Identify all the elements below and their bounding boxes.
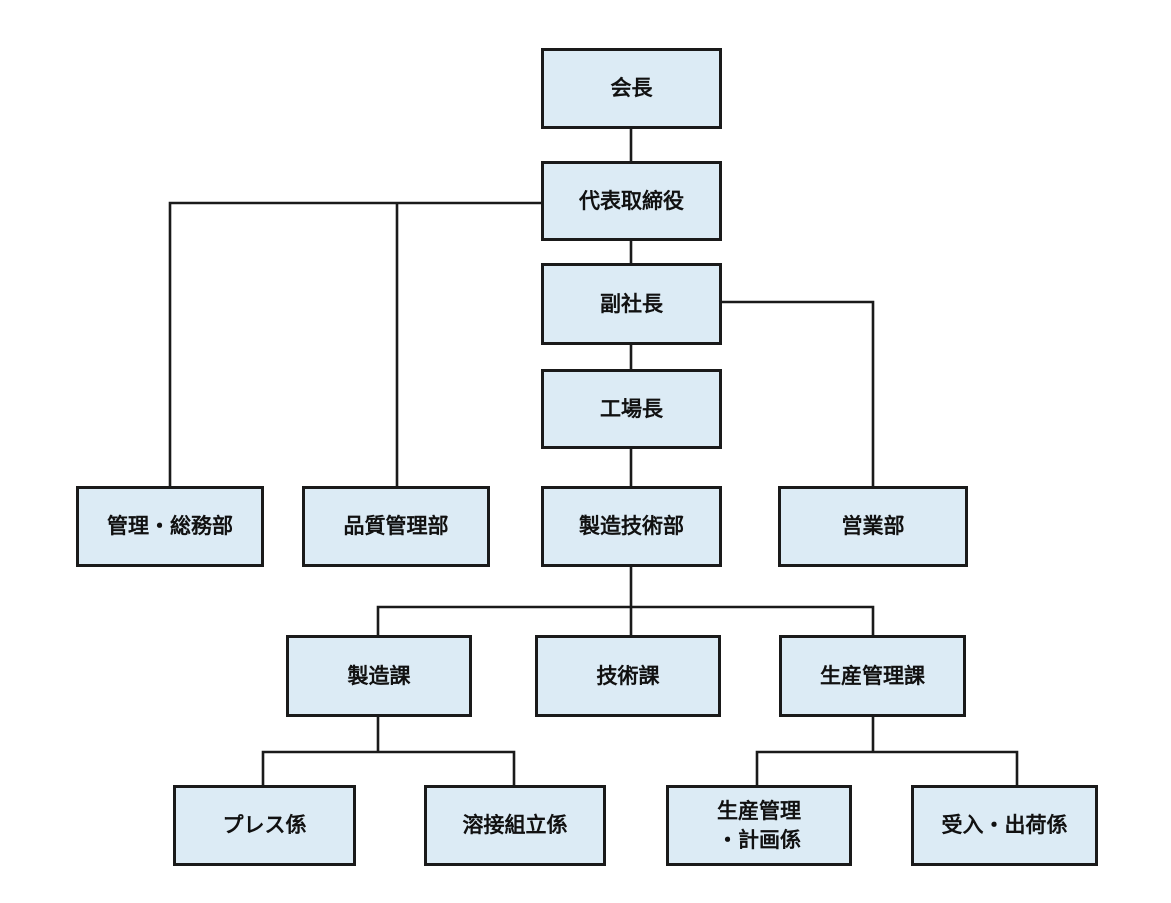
- connector-ceo-admin: [168, 201, 541, 487]
- node-vice-president-label: 副社長: [600, 291, 663, 316]
- node-welding-assembly-unit: 溶接組立係: [424, 785, 606, 866]
- node-admin-general: 管理・総務部: [76, 486, 264, 567]
- connector-vice-president-sales: [722, 300, 875, 487]
- node-sales: 営業部: [778, 486, 968, 567]
- node-receiving-shipping-unit-label: 受入・出荷係: [941, 813, 1068, 838]
- node-quality-control-label: 品質管理部: [343, 514, 449, 539]
- node-chairman-label: 会長: [610, 76, 653, 101]
- node-receiving-shipping-unit: 受入・出荷係: [911, 785, 1098, 866]
- node-engineering-section-label: 技術課: [596, 663, 660, 688]
- node-production-planning-unit: 生産管理 ・計画係: [666, 785, 852, 866]
- node-admin-general-label: 管理・総務部: [107, 514, 233, 539]
- node-production-control-section: 生産管理課: [779, 635, 966, 717]
- node-manufacturing-section: 製造課: [286, 635, 472, 717]
- node-engineering-section: 技術課: [535, 635, 721, 717]
- connector-prod-control-branch: [755, 750, 1019, 786]
- node-ceo: 代表取締役: [541, 161, 722, 241]
- node-production-planning-unit-label-line1: 生産管理: [717, 799, 801, 824]
- node-manufacturing-engineering: 製造技術部: [541, 486, 722, 567]
- node-production-control-section-label: 生産管理課: [820, 663, 925, 688]
- node-plant-manager-label: 工場長: [600, 396, 663, 421]
- node-plant-manager: 工場長: [541, 369, 722, 449]
- node-production-planning-unit-label-line2: ・計画係: [717, 827, 801, 852]
- node-quality-control: 品質管理部: [302, 486, 490, 567]
- node-manufacturing-engineering-label: 製造技術部: [579, 514, 684, 539]
- node-ceo-label: 代表取締役: [579, 188, 684, 213]
- connector-mfg-section-branch: [261, 750, 516, 786]
- node-manufacturing-section-label: 製造課: [347, 663, 411, 688]
- node-press-unit: プレス係: [173, 785, 356, 866]
- node-chairman: 会長: [541, 48, 722, 129]
- node-welding-assembly-unit-label: 溶接組立係: [462, 813, 568, 838]
- node-vice-president: 副社長: [541, 263, 722, 345]
- node-sales-label: 営業部: [841, 514, 905, 539]
- connector-mfg-eng-branch: [376, 605, 875, 636]
- node-press-unit-label: プレス係: [222, 813, 307, 838]
